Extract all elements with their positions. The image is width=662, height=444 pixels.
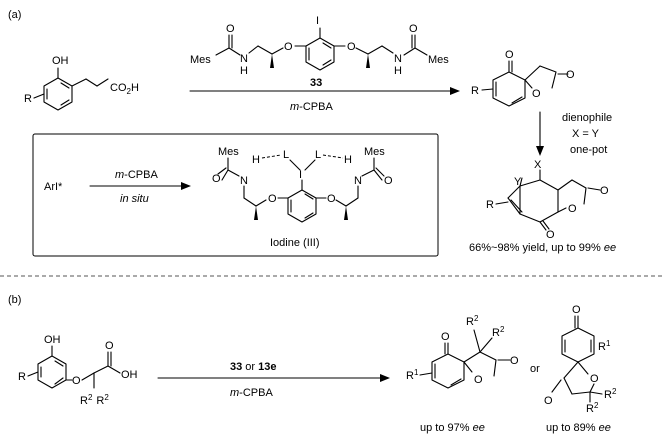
xy-label: X = Y xyxy=(572,128,600,140)
oh-label: OH xyxy=(52,55,69,67)
spirolactone-product: O O O R xyxy=(471,49,575,107)
panel-b-arrow: 33 or 13e m-CPBA xyxy=(157,361,390,399)
inset-n-left: N xyxy=(240,175,248,187)
iodine-iii-structure: I L L H H O N O Mes O N O Mes xyxy=(212,146,393,223)
catalyst-33-structure: I O N H O Mes O N H O Mes xyxy=(190,15,449,77)
catalyst-number: 33 xyxy=(310,77,322,89)
product-para-spirolactone: O R1 O O R2 R2 xyxy=(544,304,617,415)
main-reaction-arrow: 33 m-CPBA xyxy=(189,77,460,113)
in-situ-inset-box xyxy=(32,133,439,257)
dienophile-label: dienophile xyxy=(562,112,612,124)
ether-o-right: O xyxy=(347,41,356,53)
p2-ring-o: O xyxy=(590,373,599,385)
substrate-r: R xyxy=(18,371,26,383)
p2-lactone-o: O xyxy=(544,395,553,407)
p2-ketone-o: O xyxy=(572,304,581,316)
ether-o-left: O xyxy=(284,41,293,53)
amide-h-left: H xyxy=(240,65,248,77)
carbonyl-o-right: O xyxy=(409,23,418,35)
inset-o-right: O xyxy=(327,193,336,205)
iodo-label: I xyxy=(316,15,319,27)
or-label: or xyxy=(530,363,540,375)
adduct-lactone-o: O xyxy=(600,185,609,197)
panel-a-label: (a) xyxy=(8,9,21,21)
adduct-x: X xyxy=(534,159,542,171)
adduct-r: R xyxy=(486,199,494,211)
one-pot-label: one-pot xyxy=(570,144,607,156)
inset-in-situ: in situ xyxy=(120,193,149,205)
amide-h-right: H xyxy=(394,65,402,77)
r-substituent: R xyxy=(24,93,32,105)
ketone-o: O xyxy=(505,49,514,61)
acid-label: CO2H xyxy=(110,82,139,96)
p2-r2-a: R2 xyxy=(604,387,617,401)
phenol-oh: OH xyxy=(44,334,61,346)
lactone-carbonyl-o: O xyxy=(566,69,575,81)
diels-alder-adduct: X Y O O O R xyxy=(486,159,609,241)
p1-r2-a: R2 xyxy=(466,314,479,328)
ligand-l-right: L xyxy=(315,149,321,161)
p1-lactone-o: O xyxy=(510,355,519,367)
lactone-ring-o: O xyxy=(532,88,541,100)
ether-o: O xyxy=(72,375,81,387)
adduct-ring-o: O xyxy=(568,203,577,215)
inset-reagent: ArI* xyxy=(44,181,63,193)
mes-left: Mes xyxy=(190,54,211,66)
acid-carbonyl-o: O xyxy=(105,340,114,352)
mes-right: Mes xyxy=(428,54,449,66)
inset-mes-left: Mes xyxy=(218,146,239,158)
p1-ee: up to 97% ee xyxy=(420,422,485,434)
h-right: H xyxy=(344,154,352,166)
amide-n-right: N xyxy=(394,53,402,65)
panel-b-label: (b) xyxy=(8,294,21,306)
inset-carbonyl-o-right: O xyxy=(384,175,393,187)
one-pot-arrow: dienophile X = Y one-pot xyxy=(536,111,612,156)
iodine-center: I xyxy=(299,169,302,181)
yield-summary: 66%~98% yield, up to 99% ee xyxy=(469,242,616,254)
p2-ee: up to 89% ee xyxy=(546,422,611,434)
product-ortho-spirolactone: O O O R2 R2 R1 xyxy=(406,314,519,389)
ligand-l-left: L xyxy=(283,149,289,161)
p2-r2-b: R2 xyxy=(586,401,599,415)
phenol-acid-substrate: OH CO2H R xyxy=(24,55,139,111)
p1-ring-o: O xyxy=(474,374,483,386)
adduct-ketone-o: O xyxy=(546,229,555,241)
panel-b-oxidant: m-CPBA xyxy=(230,387,273,399)
p1-r2-b: R2 xyxy=(492,325,505,339)
inset-o-left: O xyxy=(268,193,277,205)
oxidant-label: m-CPBA xyxy=(290,101,333,113)
h-left: H xyxy=(252,154,260,166)
catalyst-options: 33 or 13e xyxy=(230,361,277,373)
inset-oxidant: m-CPBA xyxy=(115,169,158,181)
carbonyl-o-left: O xyxy=(226,23,235,35)
inset-mes-right: Mes xyxy=(364,146,385,158)
r-substituent-product: R xyxy=(471,85,479,97)
acid-oh: OH xyxy=(121,369,138,381)
p1-ketone-o: O xyxy=(441,331,450,343)
p2-r1: R1 xyxy=(598,339,611,353)
inset-n-right: N xyxy=(354,175,362,187)
adduct-y: Y xyxy=(514,176,522,188)
inset-carbonyl-o-left: O xyxy=(212,173,221,185)
inset-arrow: m-CPBA in situ xyxy=(89,169,191,205)
p1-r1: R1 xyxy=(406,368,419,382)
amide-n-left: N xyxy=(240,53,248,65)
iodine-iii-caption: Iodine (III) xyxy=(270,237,320,249)
